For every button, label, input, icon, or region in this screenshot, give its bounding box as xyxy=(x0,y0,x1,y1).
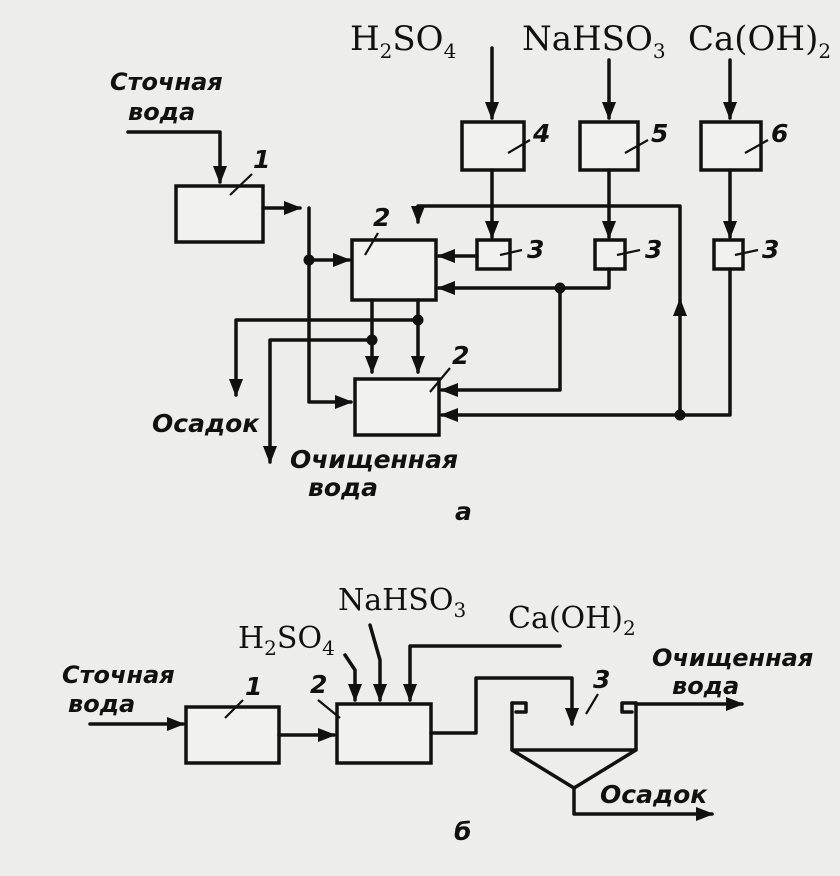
reactor-2-b xyxy=(335,702,433,765)
caoh2-label-b: Ca(OH)2 xyxy=(508,601,636,640)
nahso3-label-b: NaHSO3 xyxy=(338,583,466,622)
scheme-b: H2SO4 NaHSO3 Ca(OH)2 Сточная вода xyxy=(62,583,813,846)
flow-lines-a xyxy=(229,168,737,464)
leader-2-b xyxy=(317,699,341,719)
reagent-tank-4 xyxy=(460,120,526,172)
caption-a: а xyxy=(455,497,472,526)
leader-1-b xyxy=(224,699,244,719)
scheme-a: H2SO4 NaHSO3 Ca(OH)2 Сточная вода xyxy=(110,19,831,526)
number-4: 4 xyxy=(532,119,550,148)
nahso3-feed-arrow-b xyxy=(368,623,387,702)
inflow-label-a-line1: Сточная xyxy=(110,68,223,96)
number-2-b: 2 xyxy=(310,670,327,699)
caoh2-label-a: Ca(OH)2 xyxy=(688,19,831,63)
doser-3-right xyxy=(712,238,745,271)
h2so4-feed-arrow-b xyxy=(343,653,362,702)
sediment-label-b: Осадок xyxy=(600,780,708,809)
h2so4-label-b: H2SO4 xyxy=(238,621,335,660)
number-3-left: 3 xyxy=(527,235,544,264)
junction-dot xyxy=(412,314,424,326)
inflow-label-a-line2: вода xyxy=(128,98,195,126)
tank-1-b xyxy=(184,705,281,765)
outflow-label-a-line1: Очищенная xyxy=(290,445,458,474)
caoh2-feed-arrow-b xyxy=(403,644,562,702)
leader-3-b xyxy=(585,693,599,715)
number-6: 6 xyxy=(771,119,788,148)
outflow-label-b-line2: вода xyxy=(672,672,739,700)
junction-dot xyxy=(554,282,566,294)
junction-dot xyxy=(366,334,378,346)
reactor-2-bottom xyxy=(353,377,441,437)
sediment-label-a: Осадок xyxy=(152,409,260,438)
caption-b: б xyxy=(454,817,471,846)
reagent-tank-6 xyxy=(699,120,763,172)
settler-3 xyxy=(510,701,638,790)
tank-1-a xyxy=(174,184,265,244)
junction-dot xyxy=(303,254,315,266)
number-3-middle: 3 xyxy=(645,235,662,264)
inflow-label-b-line1: Сточная xyxy=(62,661,175,689)
number-2-bottom: 2 xyxy=(452,341,469,370)
flow-2-to-settler-b xyxy=(429,676,579,735)
settler-top-rim xyxy=(510,701,638,714)
sediment-arrow-b xyxy=(572,786,714,821)
number-1-b: 1 xyxy=(245,672,262,701)
reagent-tank-5 xyxy=(578,120,640,172)
number-1-a: 1 xyxy=(253,145,270,174)
outflow-label-a-line2: вода xyxy=(308,473,378,502)
reactor-2-top xyxy=(350,238,438,302)
outflow-label-b-line1: Очищенная xyxy=(652,644,813,672)
number-2-top: 2 xyxy=(373,203,390,232)
number-leaders-a xyxy=(229,139,769,393)
h2so4-label-a: H2SO4 xyxy=(350,19,456,63)
number-3-b: 3 xyxy=(593,665,610,694)
inflow-label-b-line2: вода xyxy=(68,690,135,718)
nahso3-label-a: NaHSO3 xyxy=(522,19,666,63)
inflow-arrow-a xyxy=(126,130,227,184)
junction-dot xyxy=(674,409,686,421)
number-5: 5 xyxy=(651,119,668,148)
number-3-right: 3 xyxy=(762,235,779,264)
